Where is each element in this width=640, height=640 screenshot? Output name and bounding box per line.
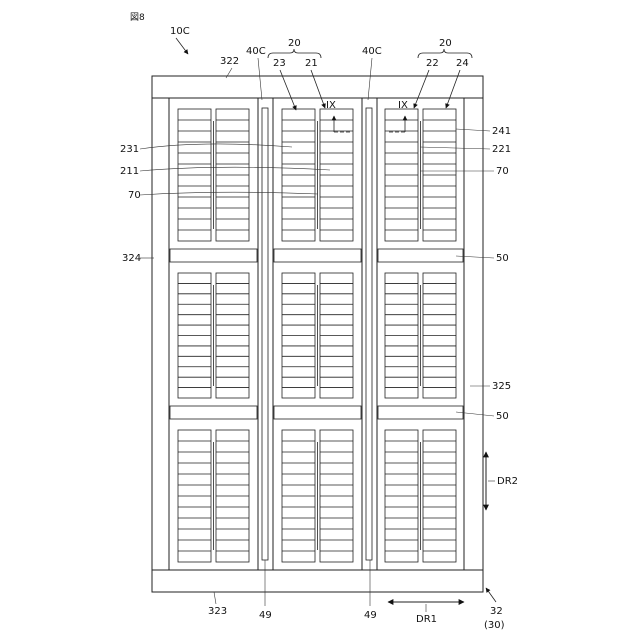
ref-32: 32 <box>490 606 503 617</box>
separator-50 <box>274 406 361 419</box>
cell-stack <box>423 430 456 562</box>
ref-30: (30) <box>484 620 505 631</box>
cell-stack <box>178 273 211 398</box>
ref-324: 324 <box>122 253 141 264</box>
column-divider-left <box>258 98 273 570</box>
ref-dr2: DR2 <box>497 476 518 487</box>
section-marker-right: IX <box>389 100 408 132</box>
brace-20-left <box>268 49 321 58</box>
ref-70-left: 70 <box>128 190 141 201</box>
ref-49-right: 49 <box>364 610 377 621</box>
ref-10c-arrow <box>176 38 188 54</box>
cell-stack <box>423 109 456 241</box>
ref-40c-right: 40C <box>362 46 382 57</box>
ref-20-right: 20 <box>439 38 452 49</box>
cell-stack <box>320 273 353 398</box>
ref-21: 21 <box>305 58 318 69</box>
ref-50-bottom: 50 <box>496 411 509 422</box>
cell-stack <box>320 430 353 562</box>
ref-dr1: DR1 <box>416 614 437 625</box>
bar-49-left <box>262 108 268 560</box>
cell-stack <box>282 273 315 398</box>
cell-stack <box>216 273 249 398</box>
ref-325: 325 <box>492 381 511 392</box>
ref-231: 231 <box>120 144 139 155</box>
cell-stack <box>423 273 456 398</box>
ref-32-arrow <box>486 588 496 602</box>
row-separators <box>170 249 463 419</box>
separator-50 <box>378 249 463 262</box>
ref-322: 322 <box>220 56 239 67</box>
cell-stack <box>385 109 418 241</box>
brace-20-right <box>418 49 472 58</box>
ref-22: 22 <box>426 58 439 69</box>
cell-stack <box>178 430 211 562</box>
ref-10c: 10C <box>170 26 190 37</box>
column-divider-right <box>362 98 377 570</box>
cell-stack <box>282 430 315 562</box>
figure-label: 図8 <box>130 12 145 23</box>
bar-49-right <box>366 108 372 560</box>
cell-stack <box>178 109 211 241</box>
ref-241: 241 <box>492 126 511 137</box>
ref-221: 221 <box>492 144 511 155</box>
ref-211: 211 <box>120 166 139 177</box>
separator-50 <box>378 406 463 419</box>
separator-50 <box>274 249 361 262</box>
ix-label-left: IX <box>326 100 336 111</box>
ref-20-left: 20 <box>288 38 301 49</box>
ref-40c-left: 40C <box>246 46 266 57</box>
ix-label-right: IX <box>398 100 408 111</box>
cell-stack <box>385 430 418 562</box>
cell-stack <box>320 109 353 241</box>
separator-50 <box>170 249 257 262</box>
cell-stack <box>216 109 249 241</box>
section-marker-left: IX <box>326 100 352 132</box>
cell-stack <box>282 109 315 241</box>
battery-stacks <box>178 109 456 562</box>
cell-stack <box>385 273 418 398</box>
ref-24: 24 <box>456 58 469 69</box>
ref-323: 323 <box>208 606 227 617</box>
ref-50-top: 50 <box>496 253 509 264</box>
ref-49-left: 49 <box>259 610 272 621</box>
ref-23: 23 <box>273 58 286 69</box>
separator-50 <box>170 406 257 419</box>
cell-stack <box>216 430 249 562</box>
ref-70-right: 70 <box>496 166 509 177</box>
